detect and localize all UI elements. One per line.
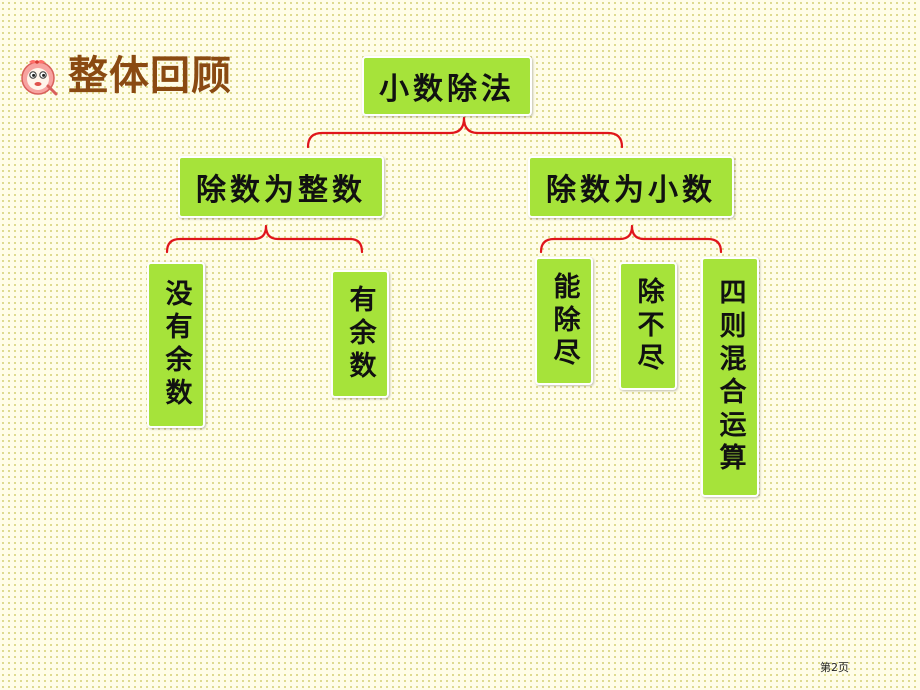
brace-decimal-divisor [539,224,723,254]
brace-integer-divisor [165,224,364,254]
leaf-node-mixed-operations: 四则混合运算 [701,257,759,497]
leaf-node-no-remainder: 没有余数 [147,262,205,428]
branch-node-decimal-divisor: 除数为小数 [528,156,734,218]
leaf-node-not-divisible: 除不尽 [619,262,677,390]
leaf-node-divisible: 能除尽 [535,257,593,385]
leaf-node-with-remainder: 有余数 [331,270,389,398]
page-number: 第2页 [820,661,849,674]
branch-node-integer-divisor: 除数为整数 [178,156,384,218]
root-node: 小数除法 [362,56,532,116]
section-title: 整体回顾 [68,53,232,99]
mascot-icon [21,60,58,96]
brace-root [306,116,624,149]
